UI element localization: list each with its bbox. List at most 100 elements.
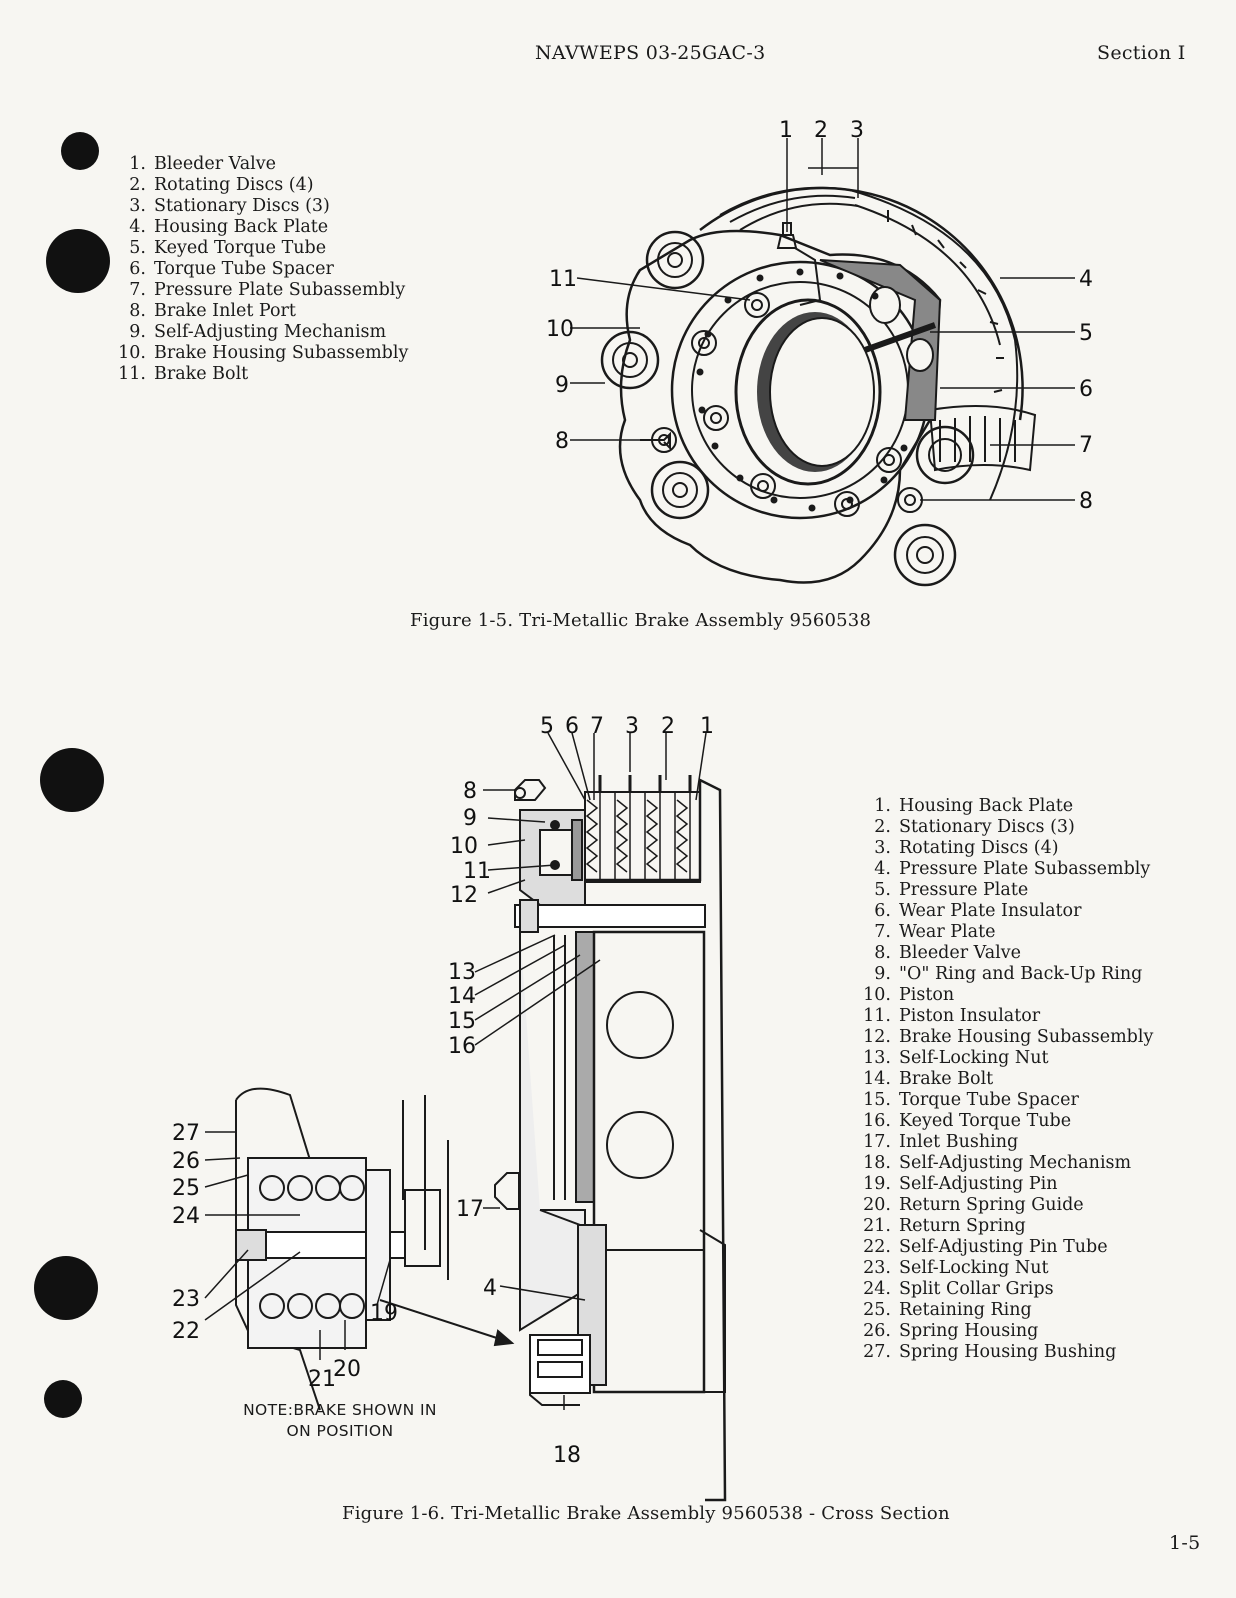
- legend-item-label: Stationary Discs (3): [899, 817, 1075, 837]
- callout-9: 9: [555, 373, 569, 398]
- legend-item: 10. Piston: [855, 985, 1153, 1006]
- legend-item: 11. Brake Bolt: [110, 364, 408, 385]
- legend-item-number: 16.: [863, 1111, 891, 1131]
- legend-item-label: Brake Bolt: [899, 1069, 994, 1089]
- legend-item-label: Keyed Torque Tube: [899, 1111, 1072, 1131]
- legend-item: 27. Spring Housing Bushing: [855, 1342, 1153, 1363]
- page-number: 1-5: [1169, 1532, 1201, 1554]
- legend-item: 23.Self-Locking Nut: [855, 1258, 1153, 1279]
- legend-item-number: 2.: [874, 817, 891, 837]
- legend-item-number: 10.: [118, 343, 146, 363]
- legend-item: 5. Keyed Torque Tube: [110, 238, 408, 259]
- legend-item: 1. Bleeder Valve: [110, 154, 408, 175]
- binder-hole: [46, 229, 110, 293]
- binder-hole: [34, 1256, 98, 1320]
- callout-17: 17: [456, 1197, 484, 1222]
- legend-item: 4.Pressure Plate Subassembly: [855, 859, 1153, 880]
- legend-item-number: 27.: [863, 1342, 891, 1362]
- legend-item-number: 6.: [874, 901, 891, 921]
- legend-item-number: 5.: [874, 880, 891, 900]
- legend-item: 7.Wear Plate: [855, 922, 1153, 943]
- callout-27: 27: [172, 1121, 200, 1146]
- callout-top-7: 7: [590, 714, 604, 739]
- legend-item-number: 7.: [129, 280, 146, 300]
- legend-item-number: 8.: [874, 943, 891, 963]
- legend-item-label: Self-Adjusting Pin Tube: [899, 1237, 1108, 1257]
- legend-item-label: Bleeder Valve: [154, 154, 276, 174]
- legend-item-number: 3.: [874, 838, 891, 858]
- legend-item-label: Pressure Plate: [899, 880, 1029, 900]
- legend-item-label: Spring Housing Bushing: [899, 1342, 1117, 1362]
- legend-item-label: Brake Housing Subassembly: [154, 343, 409, 363]
- callout-8: 8: [463, 779, 477, 804]
- legend-item: 19.Self-Adjusting Pin: [855, 1174, 1153, 1195]
- legend-item-label: Pressure Plate Subassembly: [899, 859, 1151, 879]
- binder-hole: [44, 1380, 82, 1418]
- figure-1-5-caption: Figure 1-5. Tri-Metallic Brake Assembly …: [410, 610, 872, 631]
- legend-item-number: 10.: [863, 985, 891, 1005]
- legend-item: 18.Self-Adjusting Mechanism: [855, 1153, 1153, 1174]
- callout-8-left: 8: [555, 429, 569, 454]
- legend-item: 14.Brake Bolt: [855, 1069, 1153, 1090]
- note-line-2: ON POSITION: [286, 1422, 394, 1440]
- legend-item-number: 1.: [129, 154, 146, 174]
- legend-item-label: Retaining Ring: [899, 1300, 1032, 1320]
- legend-item-number: 9.: [129, 322, 146, 342]
- callout-top-6: 6: [565, 714, 579, 739]
- callout-26: 26: [172, 1149, 200, 1174]
- callout-14: 14: [448, 984, 476, 1009]
- legend-item-label: Piston Insulator: [899, 1006, 1041, 1026]
- legend-item: 25.Retaining Ring: [855, 1300, 1153, 1321]
- legend-item-label: Keyed Torque Tube: [154, 238, 327, 258]
- legend-item-number: 6.: [129, 259, 146, 279]
- legend-item-label: Spring Housing: [899, 1321, 1039, 1341]
- legend-item: 15.Torque Tube Spacer: [855, 1090, 1153, 1111]
- legend-item-number: 2.: [129, 175, 146, 195]
- legend-item: 8.Brake Inlet Port: [110, 301, 408, 322]
- legend-item-number: 21.: [863, 1216, 891, 1236]
- legend-item: 24. Split Collar Grips: [855, 1279, 1153, 1300]
- legend-item-label: Split Collar Grips: [899, 1279, 1054, 1299]
- legend-item-number: 26.: [863, 1321, 891, 1341]
- legend-item: 8.Bleeder Valve: [855, 943, 1153, 964]
- legend-item-label: Piston: [899, 985, 955, 1005]
- legend-item-label: Self-Locking Nut: [899, 1048, 1049, 1068]
- callout-11: 11: [549, 267, 577, 292]
- legend-item-label: Brake Bolt: [154, 364, 249, 384]
- callout-5: 5: [1079, 321, 1093, 346]
- legend-item-number: 11.: [118, 364, 146, 384]
- legend-item-number: 13.: [863, 1048, 891, 1068]
- callout-1: 1: [779, 118, 793, 143]
- note-line-1: NOTE:BRAKE SHOWN IN: [243, 1401, 437, 1419]
- legend-item: 3.Stationary Discs (3): [110, 196, 408, 217]
- legend-item-number: 4.: [129, 217, 146, 237]
- legend-item: 4. Housing Back Plate: [110, 217, 408, 238]
- legend-item-label: Brake Inlet Port: [154, 301, 296, 321]
- legend-item-number: 15.: [863, 1090, 891, 1110]
- legend-item: 20.Return Spring Guide: [855, 1195, 1153, 1216]
- callout-16: 16: [448, 1034, 476, 1059]
- legend-item-label: Inlet Bushing: [899, 1132, 1019, 1152]
- legend-item-number: 11.: [863, 1006, 891, 1026]
- callout-24: 24: [172, 1204, 200, 1229]
- legend-item-label: Wear Plate: [899, 922, 996, 942]
- callout-15: 15: [448, 1009, 476, 1034]
- legend-item: 21. Return Spring: [855, 1216, 1153, 1237]
- legend-item: 16. Keyed Torque Tube: [855, 1111, 1153, 1132]
- binder-hole: [40, 748, 104, 812]
- legend-item: 5. Pressure Plate: [855, 880, 1153, 901]
- callout-23: 23: [172, 1287, 200, 1312]
- legend-item-number: 5.: [129, 238, 146, 258]
- callout-top-3: 3: [625, 714, 639, 739]
- brake-position-note: NOTE:BRAKE SHOWN IN ON POSITION: [225, 1400, 455, 1442]
- legend-item-number: 24.: [863, 1279, 891, 1299]
- legend-item: 7.Pressure Plate Subassembly: [110, 280, 408, 301]
- legend-item-label: Return Spring: [899, 1216, 1026, 1236]
- binder-hole: [61, 132, 99, 170]
- legend-item-label: Housing Back Plate: [154, 217, 329, 237]
- callout-top-5: 5: [540, 714, 554, 739]
- legend-item: 1.Housing Back Plate: [855, 796, 1153, 817]
- legend-item-label: Self-Locking Nut: [899, 1258, 1049, 1278]
